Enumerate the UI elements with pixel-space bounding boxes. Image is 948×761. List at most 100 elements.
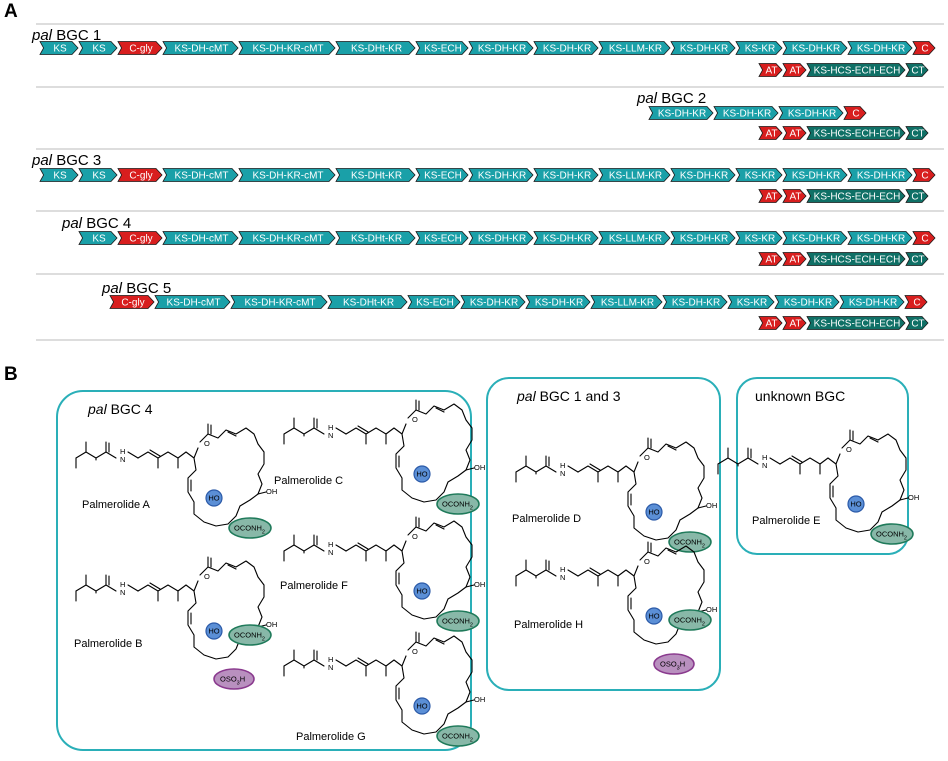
- bgc4-row1-gene-arrow-13: [912, 231, 936, 245]
- bgc4-row1-gene-8: KS-LLM-KR: [598, 231, 671, 245]
- bgc3-row1-gene-arrow-13: [847, 168, 913, 182]
- bgc1-row1-gene-label-10: KS-DH-KR: [680, 44, 728, 55]
- bgc4-row1-gene-label-1: C-gly: [129, 234, 152, 245]
- bgc1-row1-gene-arrow-7: [468, 41, 534, 55]
- bgc3-row1-gene-arrow-2: [117, 168, 163, 182]
- bgc4-row1-gene-label-10: KS-KR: [745, 234, 776, 245]
- molecule-B-nh-n: N: [120, 588, 125, 597]
- bgc2-row1-gene-3: C: [843, 106, 867, 120]
- bgc3-row2-gene-arrow-0: [758, 189, 783, 203]
- bgc1-row2-gene-0: AT: [758, 63, 783, 77]
- bgc2-row1-gene-label-3: C: [852, 109, 859, 120]
- bgc5-row1-gene-label-8: KS-DH-KR: [672, 298, 720, 309]
- bgc3-row1-gene-label-6: KS-ECH: [424, 171, 462, 182]
- bgc4-row1-gene-arrow-11: [782, 231, 848, 245]
- bgc5-row1-gene-arrow-4: [407, 295, 461, 309]
- bgc4-row1-gene-label-4: KS-DHt-KR: [351, 234, 402, 245]
- molecule-G-nh-n: N: [328, 663, 333, 672]
- bgc5-row1-gene-arrow-7: [590, 295, 663, 309]
- molecule-D-carbamate-badge: OCONH2: [668, 531, 712, 553]
- bgc3-row2-gene-label-1: AT: [789, 192, 801, 203]
- bgc3-row1-gene-14: C: [912, 168, 936, 182]
- bgc1-row1-gene-label-8: KS-DH-KR: [543, 44, 591, 55]
- bgc3-row2-gene-label-3: CT: [911, 192, 924, 203]
- molecule-D-nh-n: N: [560, 469, 565, 478]
- molecule-C-nh-n: N: [328, 431, 333, 440]
- bgc3-row1-gene-label-9: KS-LLM-KR: [609, 171, 662, 182]
- bgc5-row1-gene-6: KS-DH-KR: [525, 295, 591, 309]
- bgc5-row2-gene-label-2: KS-HCS-ECH-ECH: [814, 319, 901, 330]
- bgc3-row1-gene-label-1: KS: [92, 171, 106, 182]
- box-bgc1-3-title: pal BGC 1 and 3: [516, 388, 621, 404]
- molecule-G-name: Palmerolide G: [296, 731, 366, 743]
- bgc4-row1-gene-0: KS: [78, 231, 118, 245]
- bgc4-row2-gene-2: KS-HCS-ECH-ECH: [806, 252, 906, 266]
- bgc5-row1-gene-arrow-5: [460, 295, 526, 309]
- molecule-G-ho-badge: HO: [413, 697, 431, 715]
- bgc5-row1-gene-arrow-1: [154, 295, 231, 309]
- bgc5-row1-gene-3: KS-DHt-KR: [327, 295, 408, 309]
- bgc1-row1-gene-6: KS-ECH: [415, 41, 469, 55]
- molecule-A-ester-o: O: [204, 439, 210, 448]
- cluster-separators: [36, 23, 944, 341]
- bgc4-row1-gene-arrow-1: [117, 231, 163, 245]
- bgc5-row1-gene-8: KS-DH-KR: [662, 295, 728, 309]
- bgc3-row1-gene-arrow-3: [162, 168, 239, 182]
- bgc5-row2-gene-arrow-1: [782, 316, 807, 330]
- molecule-B-ester-o: O: [204, 572, 210, 581]
- bgc3-row1-gene-13: KS-DH-KR: [847, 168, 913, 182]
- bgc4-row1-gene-label-8: KS-LLM-KR: [609, 234, 662, 245]
- bgc1-label: pal BGC 1: [31, 27, 101, 44]
- bgc5-row1-gene-label-1: KS-DH-cMT: [167, 298, 221, 309]
- bgc3-row2-gene-label-0: AT: [765, 192, 777, 203]
- bgc1-row1-gene-label-6: KS-ECH: [424, 44, 462, 55]
- bgc1-row1-gene-0: KS: [39, 41, 79, 55]
- bgc4-row1-gene-1: C-gly: [117, 231, 163, 245]
- molecule-B-carbamate-badge-text: OCONH2: [234, 631, 265, 643]
- bgc1-row1-gene-arrow-1: [78, 41, 118, 55]
- bgc4-row1-gene-label-2: KS-DH-cMT: [175, 234, 229, 245]
- bgc1-row2-gene-label-0: AT: [765, 66, 777, 77]
- molecule-E-oh: OH: [908, 493, 919, 502]
- bgc4-row1-gene-label-13: C: [921, 234, 928, 245]
- bgc1-row1-gene-label-14: C: [921, 44, 928, 55]
- bgc2-row2-gene-arrow-0: [758, 126, 783, 140]
- molecule-B-oh: OH: [266, 620, 277, 629]
- bgc5-row1-gene-label-12: C: [913, 298, 920, 309]
- molecule-B-sulfate-badge-text: OSO3H: [220, 675, 245, 687]
- molecule-D-name: Palmerolide D: [512, 513, 581, 525]
- bgc3-row1-gene-arrow-0: [39, 168, 79, 182]
- bgc3-label: pal BGC 3: [31, 152, 101, 169]
- bgc1-row1-gene-arrow-14: [912, 41, 936, 55]
- bgc1-row1-gene-arrow-0: [39, 41, 79, 55]
- molecule-C-carbamate-badge: OCONH2: [436, 493, 480, 515]
- bgc4-row1-gene-arrow-8: [598, 231, 671, 245]
- molecule-F-name: Palmerolide F: [280, 580, 348, 592]
- bgc1-row1-gene-label-1: KS: [92, 44, 106, 55]
- bgc1-row1-gene-arrow-8: [533, 41, 599, 55]
- bgc3-row1-gene-9: KS-LLM-KR: [598, 168, 671, 182]
- bgc5-row1-gene-12: C: [904, 295, 928, 309]
- bgc5-row2-gene-arrow-0: [758, 316, 783, 330]
- bgc1-row1-gene-5: KS-DHt-KR: [335, 41, 416, 55]
- bgc4-row2-gene-3: CT: [905, 252, 929, 266]
- bgc1-row1-gene-label-9: KS-LLM-KR: [609, 44, 662, 55]
- molecule-H-sulfate-badge-text: OSO3H: [660, 660, 685, 672]
- bgc3-row1-gene-label-14: C: [921, 171, 928, 182]
- bgc4-row1-gene-5: KS-ECH: [415, 231, 469, 245]
- molecule-A-ho-badge-text: HO: [208, 494, 219, 503]
- bgc1-row1-gene-label-2: C-gly: [129, 44, 152, 55]
- bgc4-row1-gene-3: KS-DH-KR-cMT: [238, 231, 336, 245]
- bgc2-row1-gene-arrow-1: [713, 106, 779, 120]
- bgc4-row1-gene-9: KS-DH-KR: [670, 231, 736, 245]
- bgc4-row2-gene-0: AT: [758, 252, 783, 266]
- bgc4-row1-gene-arrow-6: [468, 231, 534, 245]
- bgc5-row2-gene-0: AT: [758, 316, 783, 330]
- bgc3-row1-gene-arrow-10: [670, 168, 736, 182]
- bgc5-row1-gene-arrow-12: [904, 295, 928, 309]
- bgc2-row2-gene-label-3: CT: [911, 129, 924, 140]
- panel-b-letter: B: [4, 364, 18, 385]
- bgc5-row1-gene-arrow-0: [109, 295, 155, 309]
- bgc5-row1-gene-label-6: KS-DH-KR: [535, 298, 583, 309]
